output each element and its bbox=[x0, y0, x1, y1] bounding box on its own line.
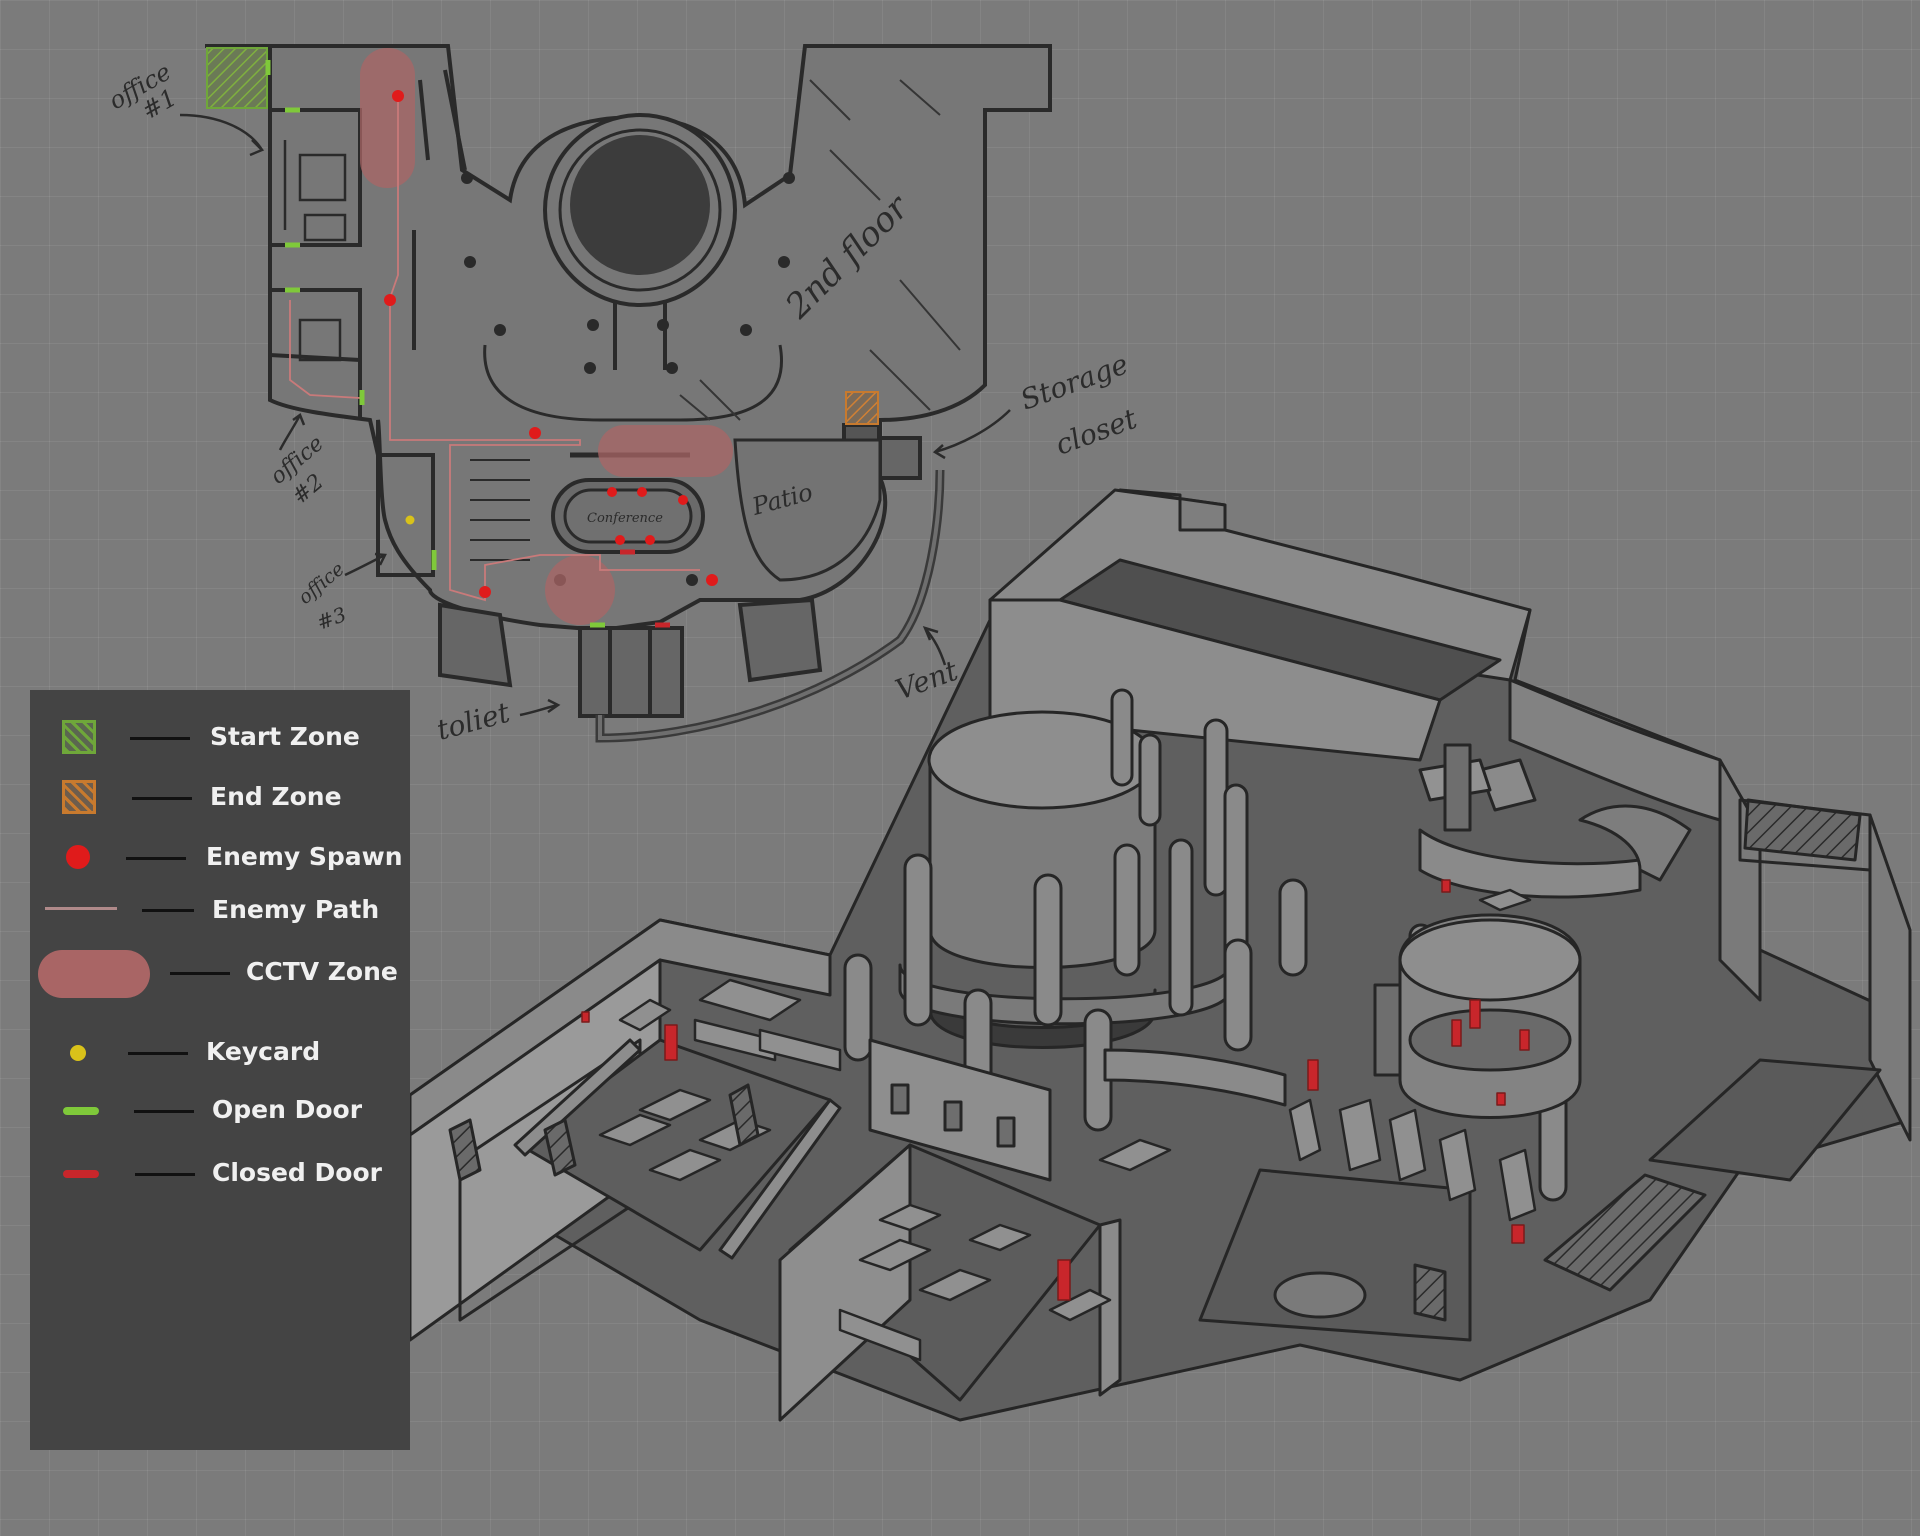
legend-item-enemy-path: Enemy Path bbox=[30, 895, 410, 945]
enemy-path-swatch bbox=[45, 907, 117, 910]
open-door-swatch bbox=[63, 1107, 99, 1115]
label-office-3: office bbox=[294, 558, 349, 609]
legend-label-open-door: Open Door bbox=[212, 1095, 363, 1124]
iso-furniture bbox=[598, 888, 1537, 1362]
label-toilet: toliet bbox=[433, 696, 514, 747]
start-zone bbox=[206, 47, 268, 109]
legend-item-cctv-zone: CCTV Zone bbox=[30, 950, 410, 1005]
closed-doors bbox=[620, 549, 670, 628]
isometric-3d-view bbox=[408, 488, 1912, 1422]
label-conference: Conference bbox=[587, 511, 663, 526]
cctv-zones bbox=[360, 48, 733, 625]
floor-plan bbox=[205, 44, 1052, 743]
atrium-void bbox=[570, 135, 710, 275]
legend-label-end-zone: End Zone bbox=[210, 782, 342, 811]
patio-area bbox=[733, 438, 882, 582]
legend-label-start-zone: Start Zone bbox=[210, 722, 360, 751]
enemy-path bbox=[389, 96, 700, 602]
start-zone-swatch bbox=[62, 720, 96, 754]
legend-item-start-zone: Start Zone bbox=[30, 720, 410, 770]
closed-door-swatch bbox=[63, 1170, 99, 1178]
label-office-3-number: #3 bbox=[314, 602, 350, 635]
end-zone bbox=[845, 391, 879, 425]
iso-pillars bbox=[843, 688, 1568, 1202]
iso-closed-doors bbox=[581, 879, 1530, 1301]
end-zone-swatch bbox=[62, 780, 96, 814]
legend-item-open-door: Open Door bbox=[30, 1095, 410, 1145]
legend-label-enemy-spawn: Enemy Spawn bbox=[206, 842, 403, 871]
label-storage-closet: Storage bbox=[1016, 347, 1132, 416]
enemy-spawn-swatch bbox=[66, 845, 90, 869]
legend-label-closed-door: Closed Door bbox=[212, 1158, 382, 1187]
legend-item-closed-door: Closed Door bbox=[30, 1158, 410, 1208]
legend-item-keycard: Keycard bbox=[30, 1035, 410, 1085]
label-storage-closet-2: closet bbox=[1051, 402, 1142, 462]
legend-label-enemy-path: Enemy Path bbox=[212, 895, 380, 924]
legend-label-keycard: Keycard bbox=[206, 1037, 321, 1066]
legend-item-end-zone: End Zone bbox=[30, 780, 410, 830]
legend-panel: Start Zone End Zone Enemy Spawn Enemy Pa… bbox=[30, 690, 410, 1450]
legend-label-cctv-zone: CCTV Zone bbox=[246, 957, 398, 986]
keycard-swatch bbox=[70, 1045, 86, 1061]
cctv-zone-swatch bbox=[38, 950, 150, 998]
keycard-marker bbox=[405, 515, 415, 525]
annotation-arrows bbox=[179, 113, 1011, 717]
enemy-spawns bbox=[384, 90, 718, 598]
legend-item-enemy-spawn: Enemy Spawn bbox=[30, 840, 410, 890]
open-doors bbox=[265, 60, 605, 628]
